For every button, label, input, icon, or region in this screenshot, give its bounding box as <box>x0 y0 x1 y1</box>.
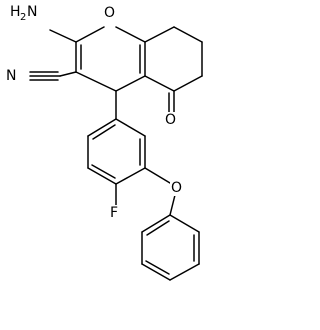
molecule-structure-diagram: H 2 N O N O F O <box>5 2 203 281</box>
bond-ar-4-5-double <box>91 164 116 179</box>
bond-ar-6-1-double <box>92 124 116 140</box>
bond-c5-c4a <box>144 75 175 92</box>
atom-nitrile-nitrogen: N <box>5 68 21 84</box>
atom-ketone-oxygen: O <box>164 112 178 128</box>
bond-c8a-c8 <box>144 26 175 43</box>
bond-ph-1-2 <box>169 214 200 233</box>
bond-c3-cn <box>59 71 77 77</box>
bond-layer <box>29 26 203 281</box>
atom-nitrile-nitrogen-label: N <box>6 68 16 84</box>
bond-ph-3-4 <box>169 263 200 281</box>
bond-ph-6-1-double <box>146 220 170 236</box>
atom-ring-oxygen-label: O <box>104 5 115 21</box>
bond-c4-c3 <box>75 71 117 92</box>
bond-amino-c2 <box>49 29 77 43</box>
bond-c2-o1 <box>75 26 105 43</box>
atom-ketone-oxygen-label: O <box>165 112 176 128</box>
atom-label-layer: H 2 N O N O F O <box>5 2 184 221</box>
bond-ph-4-5-double <box>145 260 170 275</box>
bond-ph-6-1 <box>141 214 171 233</box>
atom-amino-n: N <box>27 4 37 20</box>
bond-ar-3-4 <box>115 167 146 185</box>
atom-amino-subscript: 2 <box>20 12 26 23</box>
bond-o1-c8a <box>115 26 146 43</box>
atom-fluorine: F <box>109 205 122 221</box>
bond-ar-6-1 <box>87 118 117 137</box>
atom-fluorine-label: F <box>110 205 118 221</box>
bond-c8-c7 <box>173 26 203 43</box>
bond-c4a-c4 <box>115 75 146 92</box>
bond-c6-c5 <box>173 75 203 92</box>
bond-ph-4-5 <box>141 263 171 281</box>
atom-ether-oxygen: O <box>170 180 184 196</box>
bond-ar-oether <box>144 167 171 184</box>
atom-ring-oxygen: O <box>103 5 117 21</box>
atom-ether-oxygen-label: O <box>171 180 182 196</box>
bond-ar-1-2 <box>115 118 146 137</box>
bond-ar-4-5 <box>87 167 117 185</box>
atom-amino-h: H <box>10 4 21 20</box>
atom-amino-group: H 2 N <box>8 2 48 23</box>
